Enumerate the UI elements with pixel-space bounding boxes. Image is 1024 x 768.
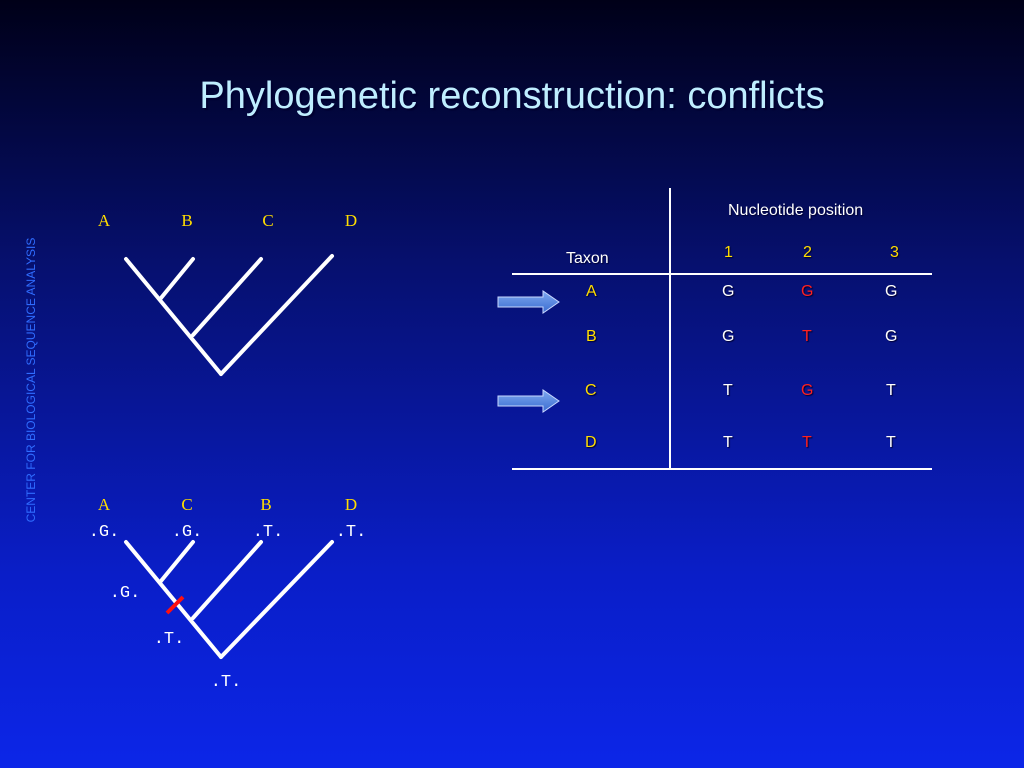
leaf-seq-b: .T. <box>253 523 284 542</box>
mutation-mark <box>165 595 185 615</box>
row-a-taxon: A <box>586 283 597 300</box>
bottom-branch-c <box>159 540 195 583</box>
bottom-branch-d <box>219 540 334 659</box>
bottom-taxon-c: C <box>181 495 192 514</box>
slide-title: Phylogenetic reconstruction: conflicts <box>199 75 825 117</box>
bottom-taxon-d: D <box>345 495 357 514</box>
top-taxon-a: A <box>98 211 111 230</box>
top-tree: A B C D <box>98 211 357 376</box>
row-d-pos2: T <box>802 434 812 451</box>
table-header-rule <box>512 273 932 275</box>
table-taxon-header: Taxon <box>566 250 609 267</box>
row-c-pos2: G <box>801 382 814 399</box>
arrow-row-c-icon <box>497 389 560 413</box>
internal-seq-acb: .T. <box>154 630 185 649</box>
position-header-3: 3 <box>890 244 899 261</box>
internal-seq-root: .T. <box>211 673 242 692</box>
row-a-pos3: G <box>885 283 898 300</box>
row-a-pos1: G <box>722 283 735 300</box>
leaf-seq-a: .G. <box>89 523 120 542</box>
row-d-pos3: T <box>886 434 896 451</box>
top-branch-b <box>159 257 195 300</box>
table-bottom-rule <box>512 468 932 470</box>
row-b-pos3: G <box>885 328 898 345</box>
bottom-taxon-b: B <box>260 495 271 514</box>
row-b-taxon: B <box>586 328 597 345</box>
top-branch-a-root <box>124 257 223 376</box>
bottom-tree: A C B D .G. .G. .T. .T. .G. .T. .T. <box>89 495 367 692</box>
row-c-taxon: C <box>585 382 597 399</box>
top-branch-c <box>191 257 263 337</box>
arrow-row-a-icon <box>497 290 560 314</box>
row-b-pos1: G <box>722 328 735 345</box>
top-branch-d <box>219 254 334 376</box>
row-d-pos1: T <box>723 434 733 451</box>
position-header-1: 1 <box>724 244 733 261</box>
bottom-branch-b <box>191 540 263 620</box>
internal-seq-ac: .G. <box>110 584 141 603</box>
bottom-branch-a-root <box>124 540 223 659</box>
table-vertical-rule <box>669 188 671 470</box>
position-header-2: 2 <box>803 244 812 261</box>
table-group-header: Nucleotide position <box>728 202 864 219</box>
row-c-pos3: T <box>886 382 896 399</box>
row-a-pos2: G <box>801 283 814 300</box>
leaf-seq-d: .T. <box>336 523 367 542</box>
nucleotide-table: Nucleotide position Taxon 1 2 3 A G G G … <box>510 188 932 470</box>
row-c-pos1: T <box>723 382 733 399</box>
bottom-taxon-a: A <box>98 495 111 514</box>
row-b-pos2: T <box>802 328 812 345</box>
row-d-taxon: D <box>585 434 597 451</box>
leaf-seq-c: .G. <box>172 523 203 542</box>
top-taxon-b: B <box>181 211 192 230</box>
top-taxon-c: C <box>262 211 273 230</box>
top-taxon-d: D <box>345 211 357 230</box>
